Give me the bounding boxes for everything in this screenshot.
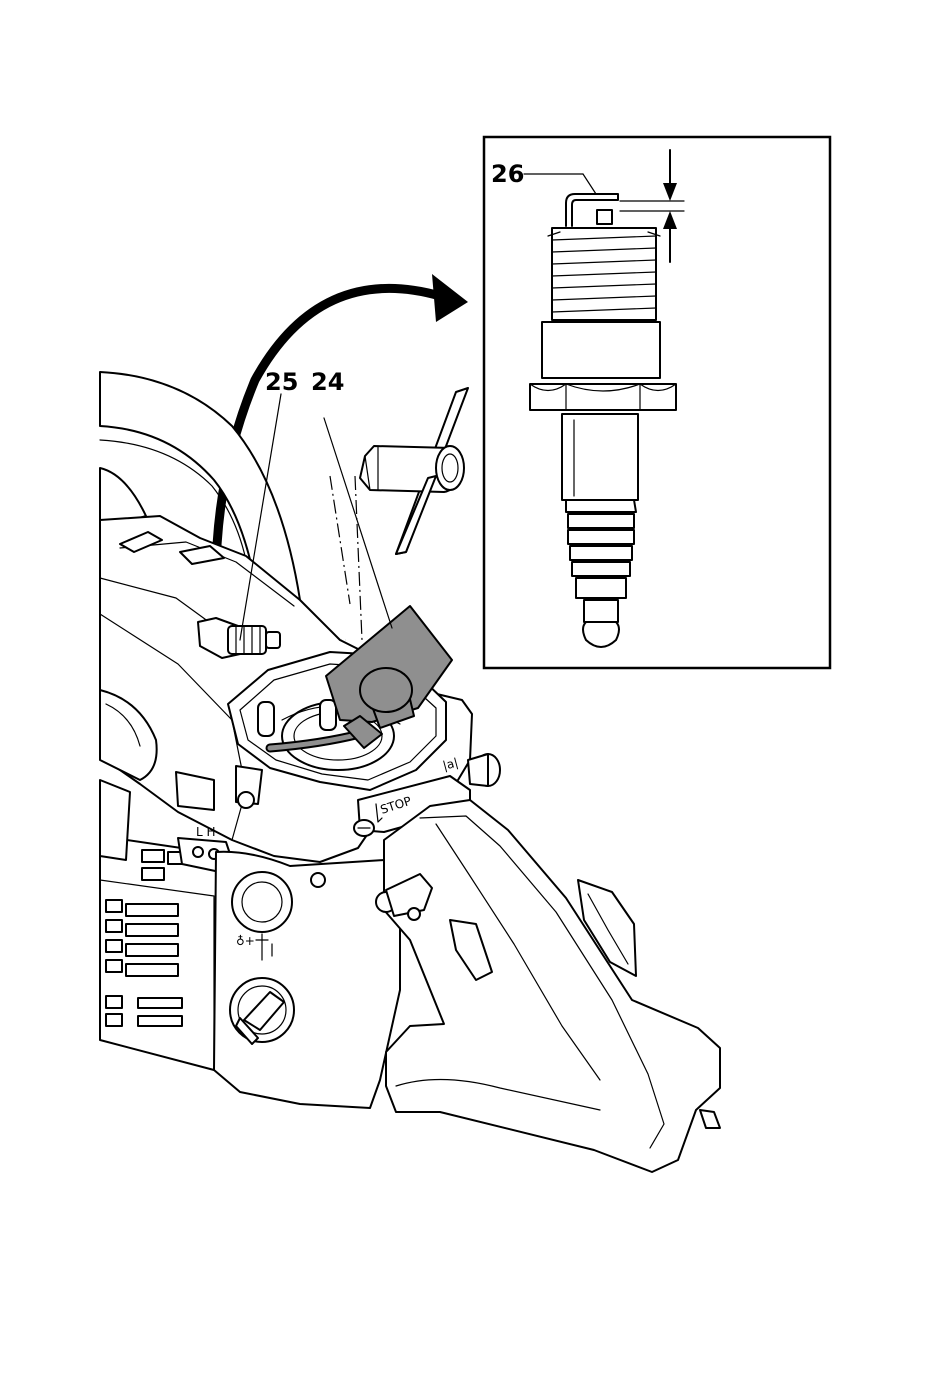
spark-plug-wrench-icon bbox=[360, 388, 468, 554]
callout-25: 25 bbox=[265, 368, 298, 396]
callout-24: 24 bbox=[311, 368, 344, 396]
lh-marking: L H bbox=[196, 825, 216, 839]
callout-26: 26 bbox=[491, 160, 524, 188]
rear-handle bbox=[384, 800, 720, 1172]
primer-bulb bbox=[232, 872, 292, 932]
svg-text:♁+: ♁+ bbox=[236, 934, 255, 948]
detail-inset: 26 bbox=[484, 137, 830, 668]
